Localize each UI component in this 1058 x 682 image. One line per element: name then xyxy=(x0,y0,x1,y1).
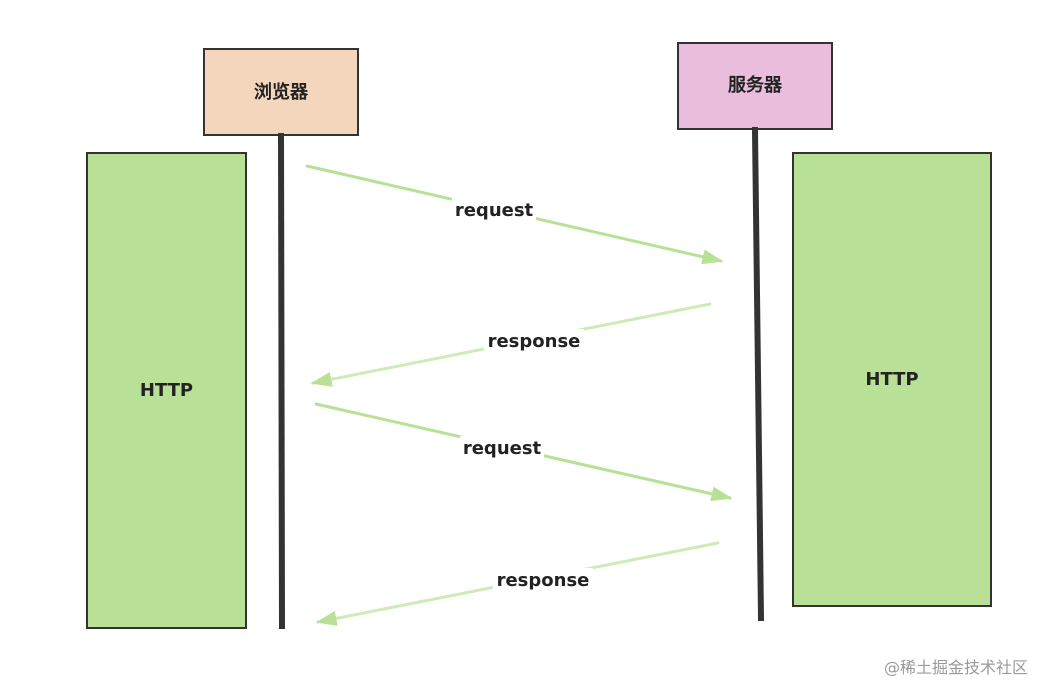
server-header-box: 服务器 xyxy=(677,42,833,130)
server-label: 服务器 xyxy=(728,74,783,96)
browser-http-block: HTTP xyxy=(86,152,247,629)
message-label-request-1: request xyxy=(455,200,534,221)
browser-lifeline xyxy=(277,132,286,630)
browser-header-box: 浏览器 xyxy=(203,48,359,136)
watermark-text: @稀土掘金技术社区 xyxy=(884,658,1029,677)
message-label-request-2: request xyxy=(463,438,542,459)
browser-http-label: HTTP xyxy=(140,380,193,401)
server-http-label: HTTP xyxy=(865,369,918,390)
message-label-response-1: response xyxy=(488,331,581,352)
browser-label: 浏览器 xyxy=(254,81,309,103)
server-http-block: HTTP xyxy=(792,152,992,607)
message-label-response-2: response xyxy=(497,570,590,591)
server-lifeline xyxy=(751,126,765,622)
